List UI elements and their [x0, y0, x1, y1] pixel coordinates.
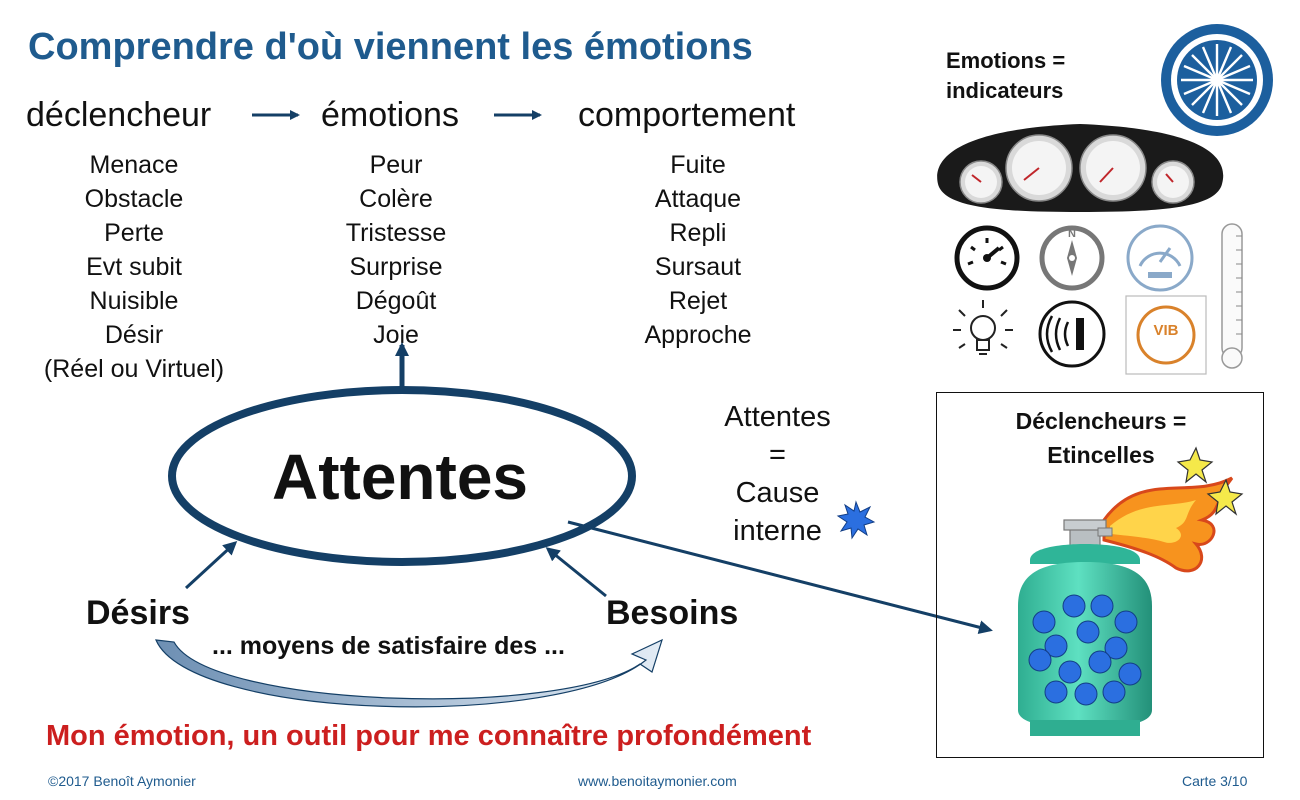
gas-cylinder-icon [1018, 519, 1152, 736]
besoins-label: Besoins [606, 594, 739, 632]
page-title: Comprendre d'où viennent les émotions [28, 26, 753, 68]
attentes-label: Attentes [271, 441, 529, 513]
indicators-line: Emotions = [946, 48, 1066, 73]
indicators-caption: Emotions = indicateurs [946, 46, 1065, 106]
indicators-line: indicateurs [946, 78, 1064, 103]
trigger-item: Menace [89, 151, 179, 179]
behavior-item: Sursaut [654, 253, 742, 281]
trigger-item: Perte [104, 219, 164, 247]
trigger-item: Evt subit [86, 253, 182, 281]
curved-link-arrow [155, 638, 663, 708]
link-caption: ... moyens de satisfaire des ... [212, 632, 565, 660]
cause-line: = [769, 439, 786, 471]
behavior-item: Fuite [670, 151, 726, 179]
behavior-item: Attaque [654, 185, 742, 213]
compass-rose-icon [1161, 24, 1273, 136]
emotion-list: Peur Colère Tristesse Surprise Dégoût Jo… [276, 148, 516, 352]
emotion-item: Peur [369, 151, 423, 179]
triggers-box-line: Etincelles [1047, 442, 1155, 468]
emotion-item: Colère [359, 185, 433, 213]
triggers-box-line: Déclencheurs = [1015, 408, 1187, 434]
footer-copyright: ©2017 Benoît Aymonier [48, 773, 196, 789]
arrow-to-cylinder [567, 520, 993, 635]
tagline: Mon émotion, un outil pour me connaître … [46, 720, 812, 752]
arrow-from-besoins [545, 547, 607, 598]
flame-icon [1102, 476, 1234, 573]
header-emotions: émotions [321, 96, 459, 134]
light-bulb-icon [953, 300, 1013, 355]
cause-block: Attentes = Cause interne [700, 398, 855, 550]
emotion-item: Dégoût [355, 287, 437, 315]
spark-icon [836, 500, 876, 540]
emotion-item: Surprise [349, 253, 443, 281]
footer-website[interactable]: www.benoitaymonier.com [578, 773, 737, 789]
footer-card-number: Carte 3/10 [1182, 773, 1248, 789]
behavior-item: Repli [669, 219, 727, 247]
dashboard-icon [937, 124, 1224, 212]
trigger-item: Nuisible [89, 287, 179, 315]
compass-north-label: N [1068, 228, 1076, 240]
header-behavior: comportement [578, 96, 796, 134]
behavior-item: Approche [644, 321, 752, 349]
trigger-item: Obstacle [84, 185, 184, 213]
compass-icon [1039, 225, 1105, 291]
triggers-box-title: Déclencheurs = Etincelles [990, 404, 1212, 472]
cause-line: Attentes [724, 401, 831, 433]
desirs-label: Désirs [86, 594, 190, 632]
speedometer-icon [954, 225, 1020, 291]
behavior-item: Rejet [668, 287, 728, 315]
vibration-icon [1038, 300, 1106, 368]
arrow-from-desirs [184, 540, 238, 590]
header-trigger: déclencheur [26, 96, 212, 134]
behavior-list: Fuite Attaque Repli Sursaut Rejet Approc… [578, 148, 818, 352]
cause-line: interne [733, 515, 822, 547]
vib-label: VIB [1153, 322, 1179, 339]
cause-line: Cause [735, 477, 820, 509]
triggers-box [936, 392, 1264, 758]
star-icon [1176, 446, 1244, 516]
emotion-item: Tristesse [345, 219, 447, 247]
vib-sensor-icon [1125, 295, 1207, 375]
trigger-item: (Réel ou Virtuel) [43, 355, 225, 383]
gauge-icon [1126, 224, 1194, 292]
trigger-list: Menace Obstacle Perte Evt subit Nuisible… [14, 148, 254, 386]
trigger-item: Désir [104, 321, 164, 349]
thermometer-icon [1221, 223, 1243, 369]
